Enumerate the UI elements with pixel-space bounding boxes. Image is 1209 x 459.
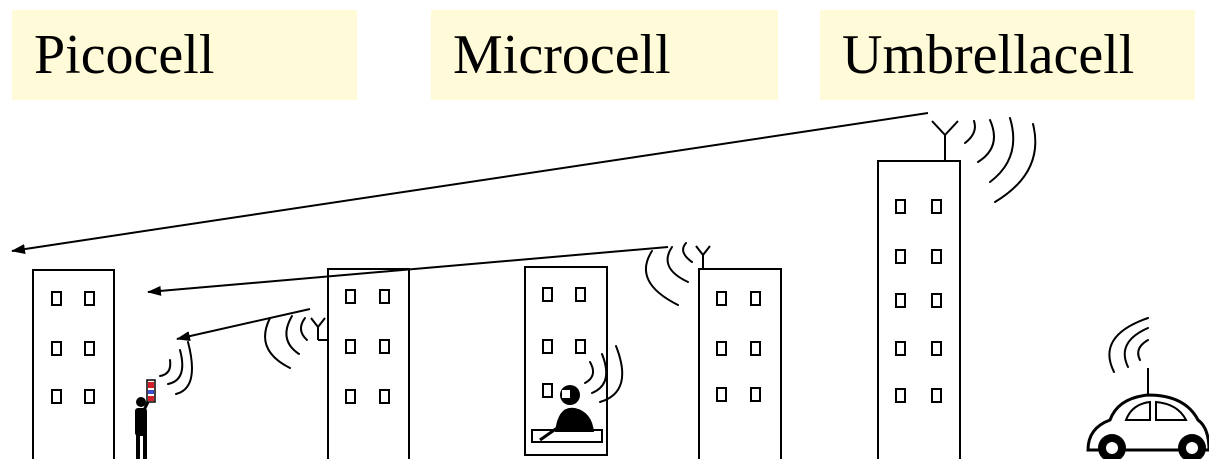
- phone-icon: [146, 379, 156, 403]
- car-icon: [1086, 393, 1209, 459]
- window-person-icon: [531, 385, 603, 443]
- picocell-arrow: [176, 308, 311, 342]
- umbrella-waves-icon: [964, 117, 1037, 203]
- microcell-arrow: [147, 246, 669, 296]
- building-1: [32, 269, 115, 459]
- picocell-label: Picocell: [34, 24, 215, 86]
- microcell-label-box: Microcell: [431, 10, 778, 100]
- picocell-antenna-icon: [310, 317, 328, 341]
- building-5: [877, 160, 961, 459]
- umbrellacell-label: Umbrellacell: [842, 24, 1135, 86]
- microcell-label: Microcell: [453, 24, 671, 86]
- microcell-antenna-icon: [695, 245, 711, 269]
- building-4: [698, 268, 782, 459]
- microcell-waves-icon: [645, 242, 693, 306]
- window-person-waves-icon: [584, 345, 624, 403]
- umbrella-antenna-icon: [931, 120, 959, 161]
- car-waves-icon: [1108, 317, 1149, 373]
- person-waves-icon: [159, 341, 193, 395]
- umbrellacell-label-box: Umbrellacell: [820, 10, 1195, 100]
- picocell-waves-icon: [264, 315, 308, 369]
- umbrella-arrow: [11, 112, 929, 255]
- building-2: [327, 268, 410, 459]
- picocell-label-box: Picocell: [12, 10, 357, 100]
- person-icon: [135, 397, 152, 459]
